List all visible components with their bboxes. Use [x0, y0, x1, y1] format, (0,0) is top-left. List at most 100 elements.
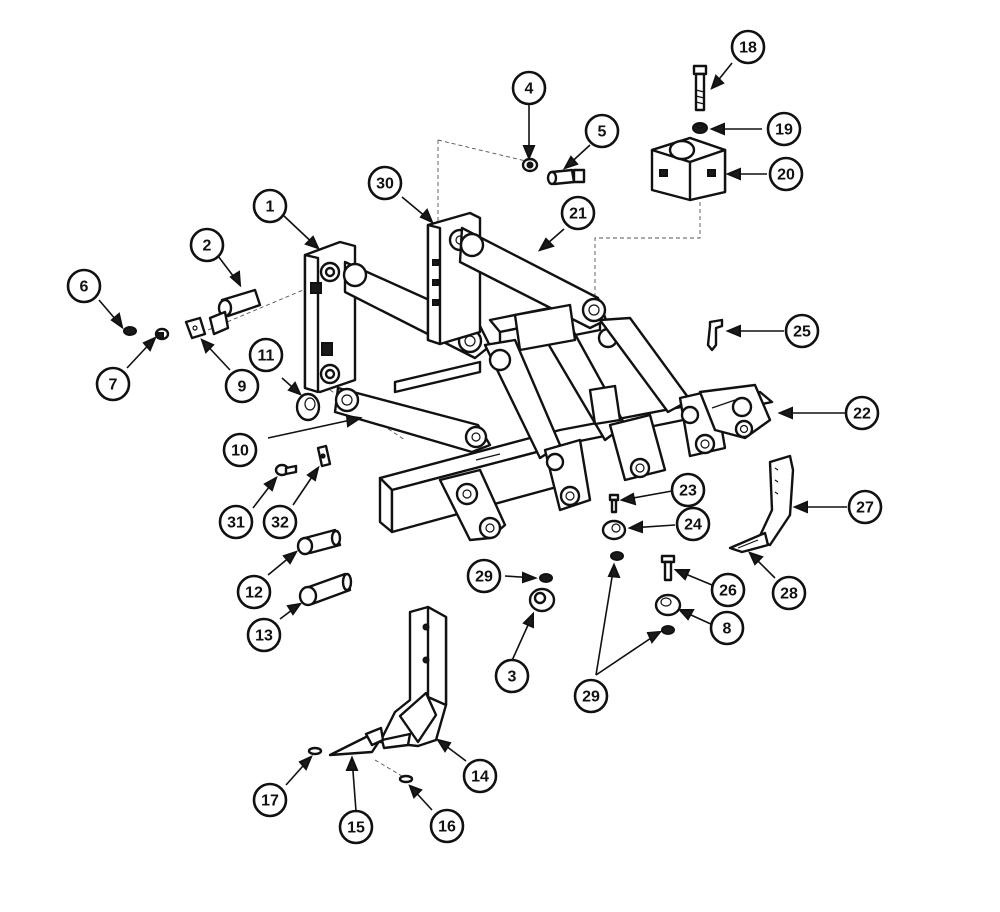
callout-number: 31: [227, 515, 245, 532]
callout-number: 10: [231, 443, 249, 460]
callout-11: 11: [248, 337, 284, 373]
callout-circle: [218, 504, 254, 540]
callout-14: 14: [462, 758, 498, 794]
callout-1: 1: [252, 188, 288, 224]
callout-circle: [338, 809, 374, 845]
callout-16: 16: [429, 808, 465, 844]
callout-number: 15: [347, 820, 365, 837]
shank-14: [378, 605, 448, 750]
shank-27: [756, 454, 795, 547]
bolt-23: [608, 493, 620, 514]
callout-number: 29: [475, 569, 493, 586]
callout-31: 31: [218, 504, 254, 540]
callout-4: 4: [511, 70, 547, 106]
callout-30: 30: [367, 165, 403, 201]
callout-circle: [844, 395, 880, 431]
leader-lines: [98, 62, 847, 812]
pin-6: [123, 326, 137, 336]
parts-drawing: [123, 64, 795, 784]
callout-circle: [262, 504, 298, 540]
callout-number: 26: [719, 583, 737, 600]
callout-circle: [670, 472, 706, 508]
callout-circle: [222, 432, 258, 468]
callout-15: 15: [338, 809, 374, 845]
callout-number: 16: [438, 819, 456, 836]
callout-number: 8: [723, 621, 732, 638]
callout-6: 6: [66, 268, 102, 304]
hook-25: [706, 318, 724, 352]
callout-18: 18: [730, 29, 766, 65]
center-support: [513, 303, 622, 426]
pin-17: [307, 746, 323, 756]
callout-number: 28: [780, 586, 798, 603]
callout-7: 7: [95, 366, 131, 402]
callout-number: 32: [271, 515, 289, 532]
callout-32: 32: [262, 504, 298, 540]
callout-circle: [95, 366, 131, 402]
shank-carrier-1: [483, 338, 592, 512]
callout-number: 21: [569, 206, 587, 223]
callout-21: 21: [560, 195, 596, 231]
leader-10: [267, 417, 361, 439]
callout-circle: [730, 29, 766, 65]
callout-number: 22: [853, 406, 871, 423]
callout-number: 19: [775, 122, 793, 139]
callout-number: 12: [245, 585, 263, 602]
callout-28: 28: [771, 575, 807, 611]
callout-circle: [847, 489, 883, 525]
pin-2: [208, 288, 262, 336]
callout-circle: [766, 111, 802, 147]
callout-circle: [367, 165, 403, 201]
callout-circle: [246, 617, 282, 653]
callout-number: 27: [856, 500, 874, 517]
alignment-line: [207, 284, 316, 331]
callout-3: 3: [494, 658, 530, 694]
callout-circle: [771, 575, 807, 611]
callout-2: 2: [189, 227, 225, 263]
nut-29-c: [661, 625, 675, 635]
alignment-line: [594, 195, 701, 300]
callout-circle: [584, 113, 620, 149]
retainer-9: [184, 316, 207, 340]
callout-13: 13: [246, 617, 282, 653]
callout-number: 20: [777, 167, 795, 184]
alignment-line: [437, 139, 531, 163]
callout-27: 27: [847, 489, 883, 525]
callout-circle: [189, 227, 225, 263]
bolt-7: [154, 327, 170, 341]
nut-29-a: [539, 573, 553, 583]
callout-circle: [224, 368, 260, 404]
callout-circle: [675, 506, 711, 542]
lower-link-arm: [333, 386, 492, 454]
callout-number: 23: [679, 483, 697, 500]
callout-number: 14: [471, 769, 489, 786]
callout-8: 8: [709, 610, 745, 646]
callout-26: 26: [710, 572, 746, 608]
callout-circle: [248, 337, 284, 373]
callout-24: 24: [675, 506, 711, 542]
bushing-8: [654, 593, 682, 617]
front-bracket-left: [438, 468, 507, 542]
callout-20: 20: [768, 156, 804, 192]
callout-circle: [252, 782, 288, 818]
clamp-block-20: [650, 136, 727, 202]
callout-25: 25: [784, 313, 820, 349]
callout-19: 19: [766, 111, 802, 147]
pin-13: [298, 572, 353, 607]
callout-number: 9: [238, 379, 247, 396]
callout-circle: [768, 156, 804, 192]
callout-number: 2: [203, 238, 212, 255]
callout-number: 11: [258, 348, 275, 365]
callout-number: 25: [793, 324, 811, 341]
callout-number: 18: [739, 40, 757, 57]
callout-number: 29: [582, 689, 600, 706]
nut-19: [692, 122, 708, 134]
callout-number: 17: [261, 793, 279, 810]
callout-circle: [252, 188, 288, 224]
leader-29b: [595, 564, 661, 676]
callout-circle: [784, 313, 820, 349]
callout-number: 5: [598, 124, 607, 141]
